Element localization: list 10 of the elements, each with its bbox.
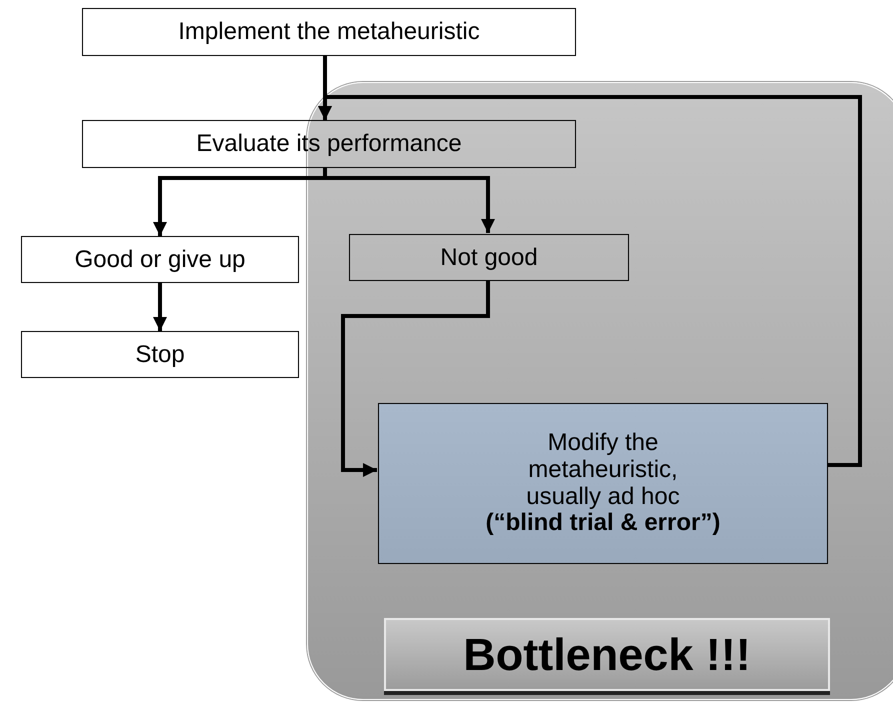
process-box: Modify the metaheuristic, usually ad hoc (“blind trial & error”): [378, 403, 828, 564]
arrow: [318, 95, 862, 467]
process-box: Implement the metaheuristic: [82, 8, 576, 56]
arrow: [341, 280, 490, 477]
process-box: Stop: [21, 331, 299, 378]
process-box: Not good: [349, 234, 629, 281]
arrow: [323, 168, 495, 233]
process-box: Good or give up: [21, 236, 299, 283]
process-box: Evaluate its performance: [82, 120, 576, 168]
arrow: [153, 283, 167, 331]
